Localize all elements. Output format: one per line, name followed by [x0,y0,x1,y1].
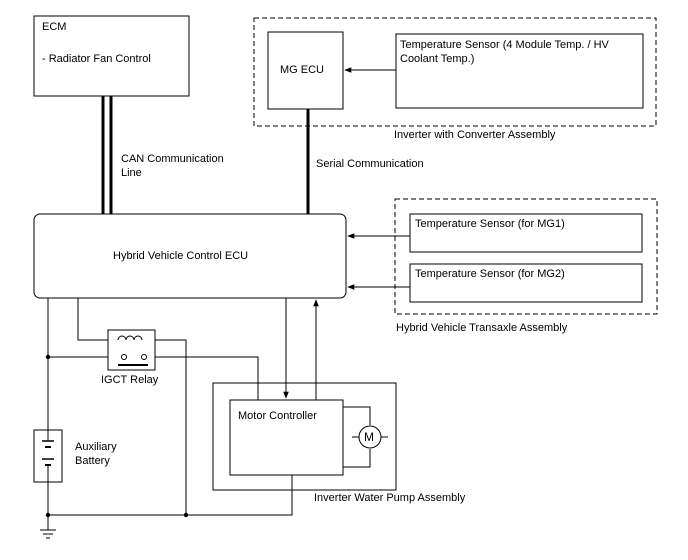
mg-ecu-box [267,31,344,110]
motor-controller-label: Motor Controller [238,410,317,422]
inverter-converter-assembly-label: Inverter with Converter Assembly [394,129,556,141]
serial-communication-label: Serial Communication [316,158,424,170]
motor-symbol-label: M [364,430,374,444]
battery-label-2: Battery [75,455,110,467]
common-ground-wire [48,475,293,516]
motor-wire-top [343,406,371,425]
relay-ground-wire [155,339,187,515]
motor-wire-bottom [343,449,371,468]
hv-control-ecu-label: Hybrid Vehicle Control ECU [113,250,249,262]
can-line-label-2: Line [121,167,142,179]
hv-control-ecu-box [33,213,347,299]
temp-sensor-mg2-label: Temperature Sensor (for MG2) [415,268,565,280]
water-pump-assembly-label: Inverter Water Pump Assembly [314,492,466,504]
temp-sensor-mg1-box [409,213,643,253]
motor-controller-box [229,399,344,476]
ecm-function: - Radiator Fan Control [42,53,151,65]
igct-relay-box [107,329,156,371]
temp-sensor-module-label: Temperature Sensor (4 Module Temp. / HV … [400,39,609,65]
can-line-label-1: CAN Communication [121,153,224,165]
relay-contact-1 [121,354,127,360]
relay-contact-2 [141,354,147,360]
temp-sensor-module-box [395,33,644,109]
igct-relay-label: IGCT Relay [101,374,159,386]
temp-sensor-mg1-label: Temperature Sensor (for MG1) [415,218,565,230]
relay-coil [117,335,143,341]
relay-coil-wire [77,298,108,341]
relay-output-wire [155,356,259,400]
battery-label-1: Auxiliary [75,441,117,453]
temp-sensor-mg2-box [409,263,643,303]
transaxle-assembly-label: Hybrid Vehicle Transaxle Assembly [396,322,568,334]
junction-dot [45,354,51,360]
ecm-title: ECM [42,21,67,33]
transaxle-assembly-box [394,198,658,315]
water-pump-assembly-box [212,382,397,491]
mg-ecu-label: MG ECU [280,64,324,76]
inverter-converter-assembly-box [253,17,657,127]
